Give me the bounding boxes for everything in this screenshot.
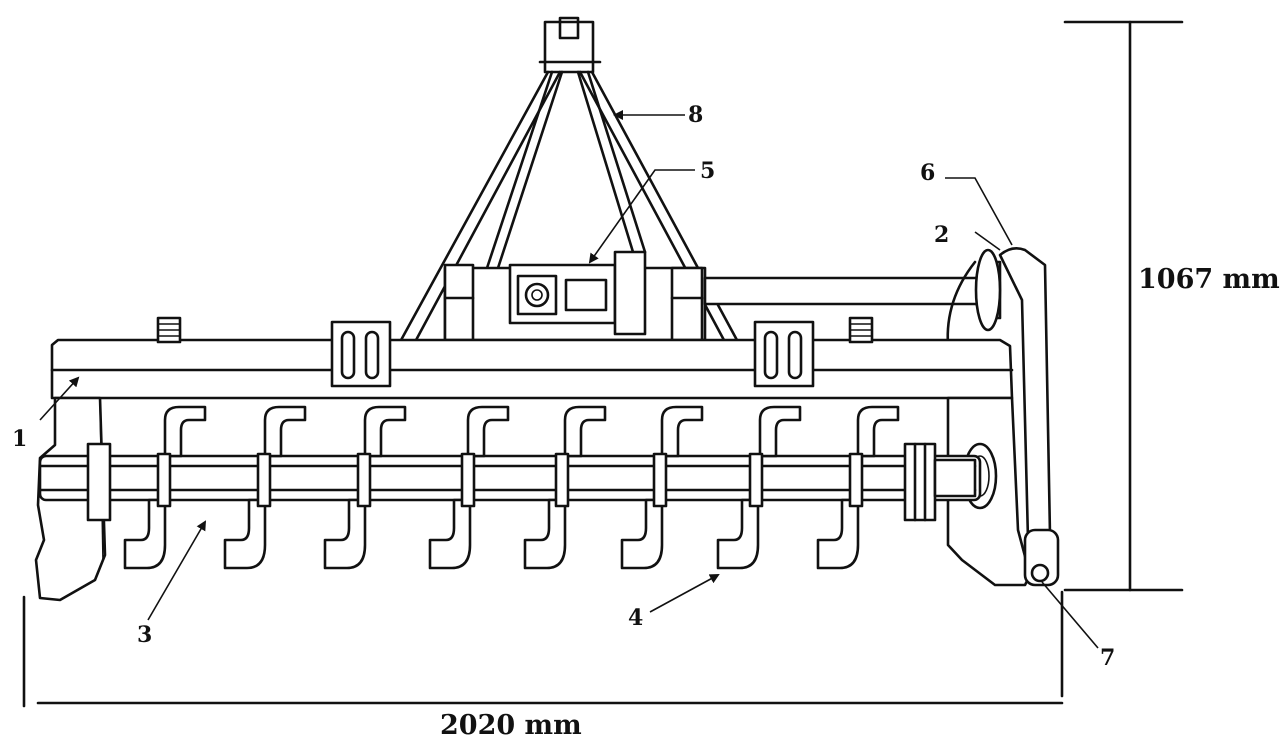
tine-blade [620, 498, 664, 570]
tine-blade [660, 405, 704, 458]
blades-bottom-row [123, 498, 860, 570]
tine-blade [856, 405, 900, 458]
tine-blade [816, 498, 860, 570]
label-5: 5 [700, 158, 715, 184]
label-6: 6 [920, 160, 935, 186]
tine-blade [163, 405, 207, 458]
label-2: 2 [934, 222, 949, 248]
width-dimension-label: 2020 mm [440, 710, 582, 741]
tine-blade [758, 405, 802, 458]
blade-flange [256, 452, 272, 508]
tine-blade [263, 405, 307, 458]
label-8: 8 [688, 102, 703, 128]
label-7: 7 [1100, 645, 1115, 671]
tine-blade [123, 498, 167, 570]
height-dimension [1063, 20, 1184, 592]
blade-flange [554, 452, 570, 508]
label-3: 3 [137, 622, 152, 648]
blade-flange [652, 452, 668, 508]
blade-flange [748, 452, 764, 508]
callout-lines [39, 110, 1099, 649]
blade-flange [848, 452, 864, 508]
side-drive-tube [703, 248, 1002, 347]
height-dimension-label: 1067 mm [1138, 264, 1280, 295]
rotor-shaft [38, 442, 982, 522]
blades-top-row [163, 405, 900, 458]
label-1: 1 [12, 426, 27, 452]
chain-cover [998, 247, 1060, 587]
tine-blade [466, 405, 510, 458]
blade-flange [156, 452, 172, 508]
frame-bracket-right [753, 320, 815, 388]
tine-blade [563, 405, 607, 458]
blade-flange [356, 452, 372, 508]
width-dimension [22, 590, 1064, 708]
depth-spring-right [848, 316, 874, 344]
tine-blade [363, 405, 407, 458]
tine-blade [716, 498, 760, 570]
blade-flange [460, 452, 476, 508]
depth-spring-left [156, 316, 182, 344]
tine-blade [523, 498, 567, 570]
tine-blade [428, 498, 472, 570]
gearbox [443, 250, 707, 342]
label-4: 4 [628, 605, 643, 631]
tine-blade [223, 498, 267, 570]
blade-flanges [156, 452, 864, 508]
main-frame [50, 316, 1014, 400]
frame-bracket-left [330, 320, 392, 388]
tine-blade [323, 498, 367, 570]
